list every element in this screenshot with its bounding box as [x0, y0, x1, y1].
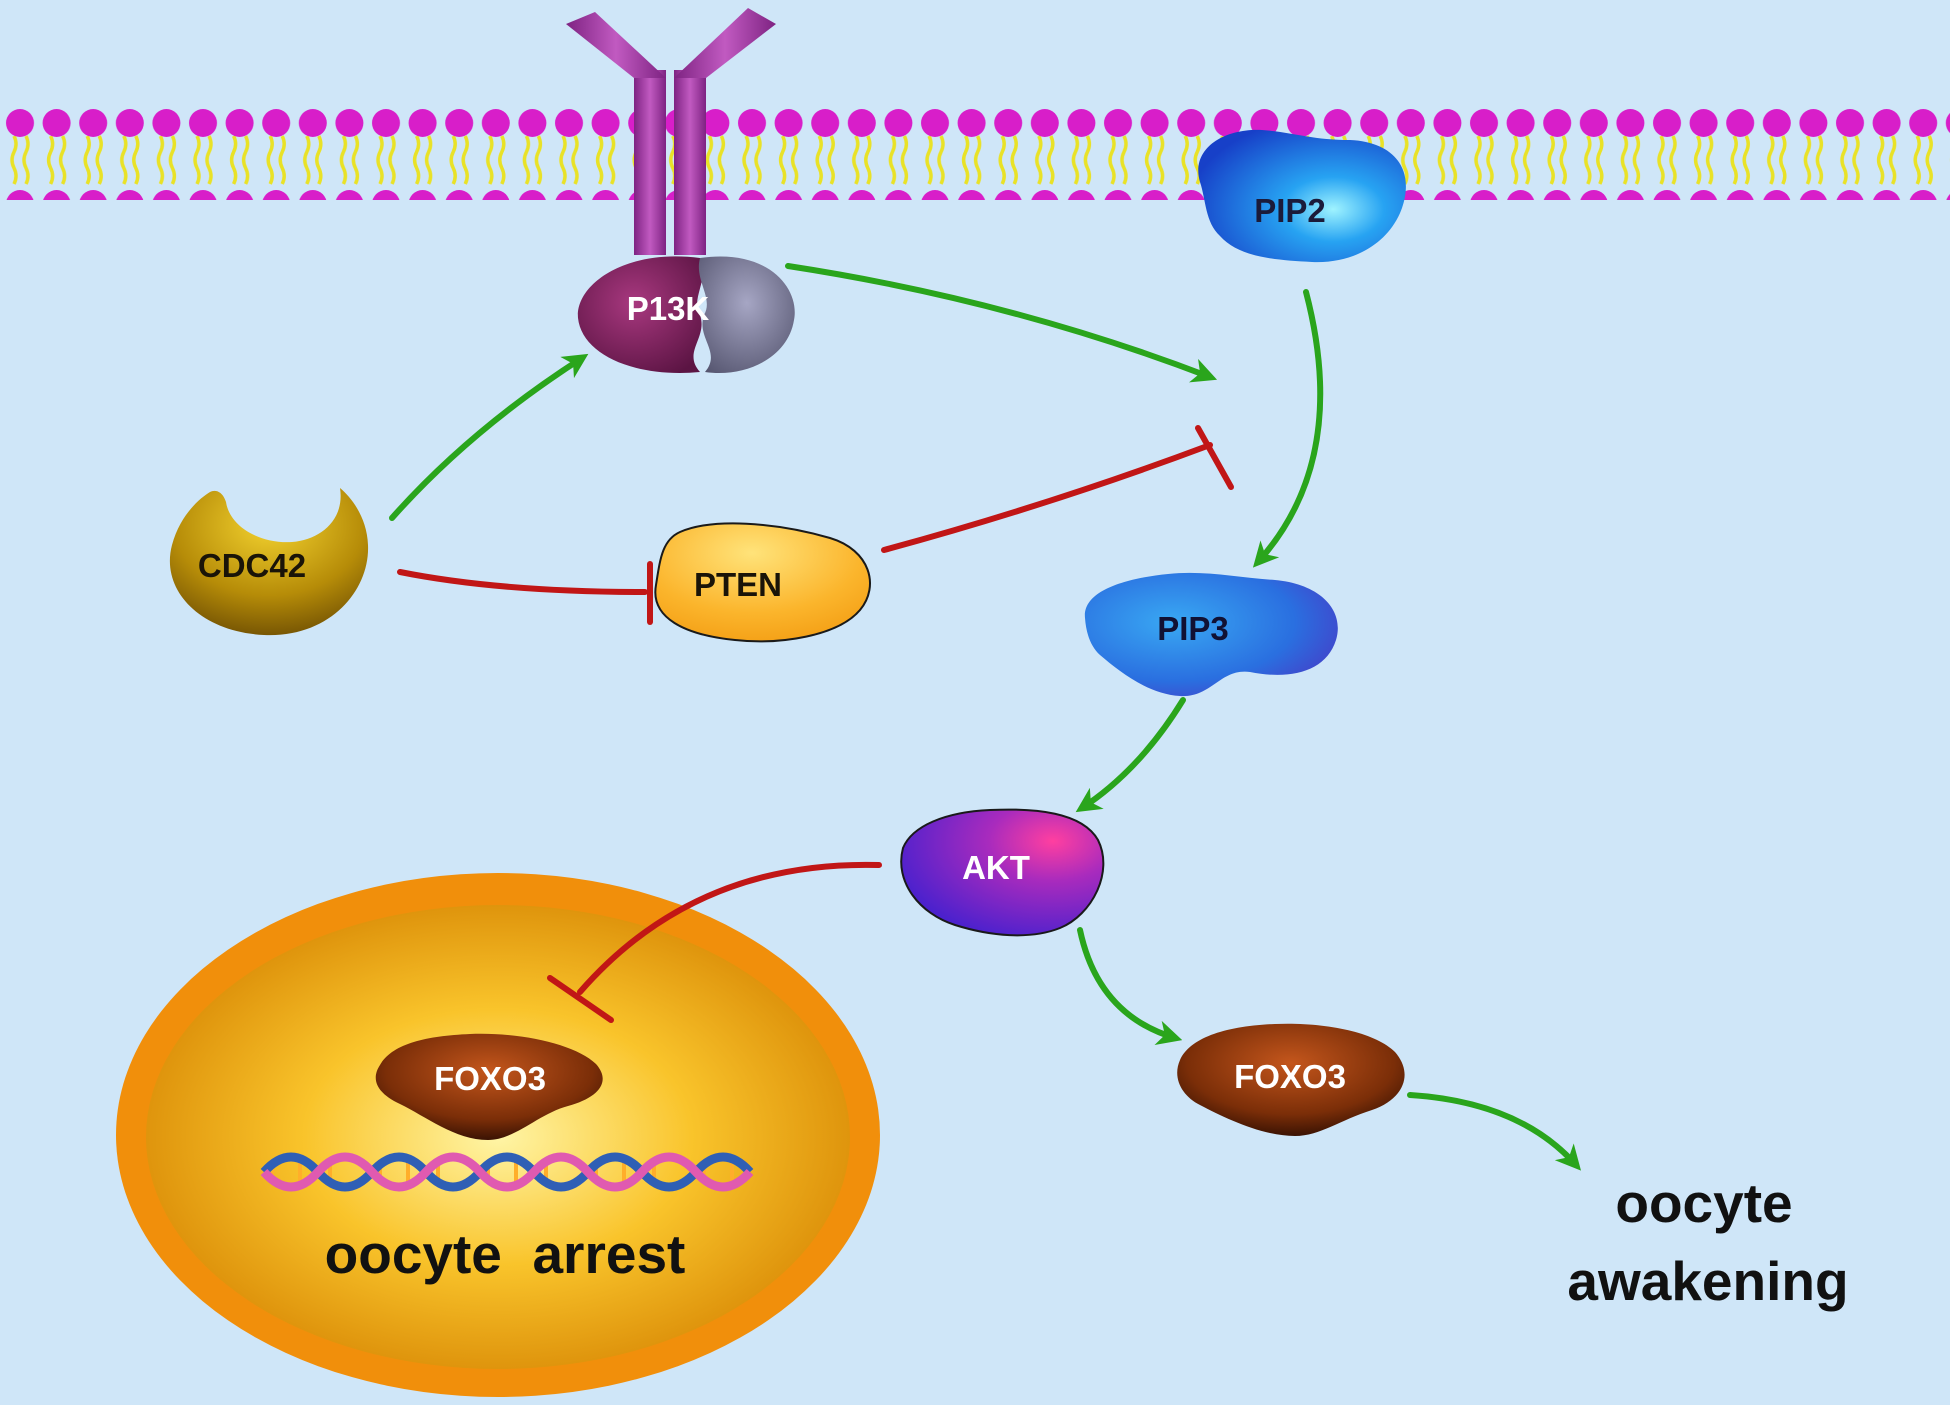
pip2-node: PIP2 — [1198, 129, 1406, 263]
pi3k-label: P13K — [627, 290, 710, 327]
arrow-pip3-to-akt — [1075, 697, 1186, 813]
foxo3-nucleus-node: FOXO3 — [375, 1033, 603, 1140]
oocyte-awakening-line1: oocyte — [1615, 1172, 1792, 1234]
inhibition-pten-pip3-conversion — [881, 425, 1234, 553]
arrow-akt-to-foxo3 — [1077, 927, 1183, 1046]
arrow-pi3k-to-pip3-conversion — [785, 263, 1218, 383]
nucleus: FOXO3 oocyte arrest — [116, 873, 880, 1397]
pip3-label: PIP3 — [1157, 610, 1229, 647]
foxo3-cytoplasm-label: FOXO3 — [1234, 1058, 1346, 1095]
dna-icon — [260, 1152, 754, 1192]
foxo3-cytoplasm-node: FOXO3 — [1177, 1023, 1405, 1136]
arrow-foxo3-to-awakening — [1407, 1092, 1582, 1171]
arrow-cdc42-to-pi3k — [389, 353, 589, 521]
pten-label: PTEN — [694, 566, 782, 603]
arrow-pip2-to-pip3 — [1252, 289, 1324, 568]
cdc42-node: CDC42 — [169, 488, 369, 636]
pip3-node: PIP3 — [1084, 572, 1338, 697]
oocyte-awakening-line2: awakening — [1567, 1250, 1848, 1312]
pi3k-node: P13K — [577, 256, 795, 374]
cdc42-label: CDC42 — [198, 547, 306, 584]
foxo3-nucleus-label: FOXO3 — [434, 1060, 546, 1097]
receptor-icon — [566, 8, 776, 255]
oocyte-arrest-label: oocyte arrest — [325, 1223, 686, 1285]
pip2-label: PIP2 — [1254, 192, 1326, 229]
akt-node: AKT — [900, 808, 1105, 937]
pten-node: PTEN — [654, 522, 871, 643]
inhibition-cdc42-pten — [397, 561, 653, 625]
akt-label: AKT — [962, 849, 1030, 886]
lipid-bilayer — [0, 105, 1950, 225]
inhibition-akt-foxo3 — [547, 861, 882, 1023]
